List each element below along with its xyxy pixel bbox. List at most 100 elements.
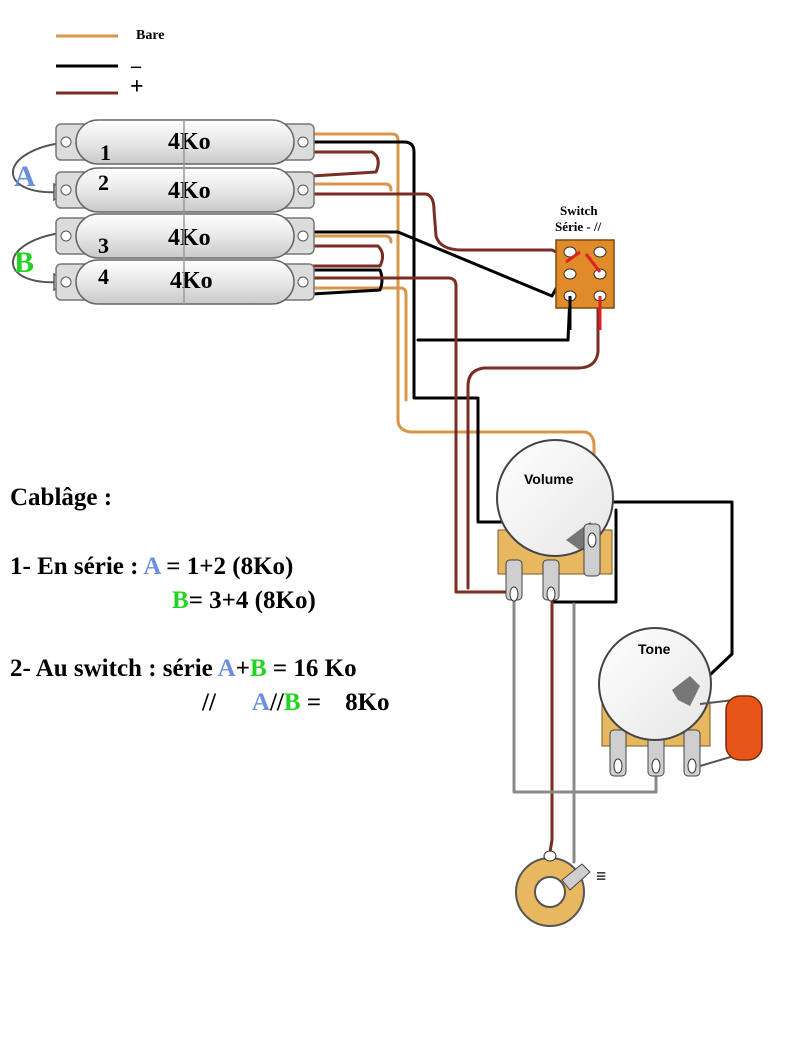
notes-line-3-rest: = 16 Ko <box>267 655 357 682</box>
brown-wire-2 <box>310 192 580 264</box>
bare-wire-2 <box>310 182 393 192</box>
legend-plus-label: + <box>130 74 144 100</box>
switch-title-line2: Série - // <box>555 219 602 234</box>
tone-lug-3-hole <box>687 758 697 774</box>
tone-lug-1-hole <box>613 758 623 774</box>
tone-pot-label: Tone <box>638 641 671 657</box>
black-wire-1 <box>310 140 590 524</box>
output-jack: ≡ <box>515 850 606 927</box>
switch-lug-2 <box>593 246 607 258</box>
volume-pot: Volume <box>496 439 614 602</box>
black-wire-3 <box>310 268 384 296</box>
switch-title-line1: Switch <box>560 203 598 218</box>
pickup-4-cover <box>75 259 295 305</box>
notes-line-4: //A//B =8Ko <box>201 689 390 716</box>
notes-line-3-plus: + <box>236 655 250 682</box>
pickup-2-hole-right <box>297 184 309 196</box>
notes-title: Cablâge : <box>10 484 112 511</box>
pickup-3-number: 3 <box>98 233 109 258</box>
switch-jumper-2 <box>584 253 602 273</box>
bare-wire-3 <box>310 234 393 244</box>
grey-wire-1 <box>512 598 658 794</box>
notes-line-2: B= 3+4 (8Ko) <box>172 587 316 614</box>
pickup-4: 4 4Ko <box>55 259 315 305</box>
legend: Bare _ + <box>56 28 165 100</box>
pickup-1-hole-right <box>297 136 309 148</box>
jack-ground-tab <box>561 863 591 891</box>
pickup-3-hole-right <box>297 230 309 242</box>
pickup-3-value: 4Ko <box>168 225 211 251</box>
notes-line-4-eq: = <box>301 689 322 716</box>
volume-lug-3 <box>583 523 601 577</box>
black-wire-2 <box>310 230 576 298</box>
notes-line-4-sep: // <box>269 689 285 716</box>
pickup-2-hole-left <box>60 184 72 196</box>
jack-hole <box>534 876 566 908</box>
pickup-3: 3 4Ko <box>55 213 315 259</box>
notes-line-3-prefix: 2- Au switch : série <box>10 655 218 682</box>
pickup-2: 2 4Ko <box>55 167 315 213</box>
volume-lug-3-hole <box>587 532 597 548</box>
jack-tip-tab <box>543 850 557 862</box>
notes-line-1: 1- En série : A = 1+2 (8Ko) <box>10 553 293 580</box>
switch-lug-1 <box>563 246 577 258</box>
volume-lug-2-hole <box>546 586 556 602</box>
pickup-2-number: 2 <box>98 170 109 195</box>
capacitor-body <box>725 695 763 761</box>
legend-minus-label: _ <box>130 48 142 70</box>
pickup-4-value: 4Ko <box>170 268 213 294</box>
brown-wire-4 <box>310 276 514 594</box>
notes-line-2-b: B <box>172 587 189 614</box>
notes-line-4-prefix: // <box>201 689 217 716</box>
notes-line-1-a: A <box>143 553 161 580</box>
notes-line-4-value: 8Ko <box>345 689 389 716</box>
pickup-3-hole-left <box>60 230 72 242</box>
brown-wire-5 <box>466 294 600 590</box>
series-parallel-switch: Switch Série - // <box>555 203 615 330</box>
pickup-1-hole-left <box>60 136 72 148</box>
bare-wire-1 <box>310 132 596 522</box>
wiring-notes: Cablâge : 1- En série : A = 1+2 (8Ko) B=… <box>10 484 390 716</box>
group-a-arrow <box>12 141 69 194</box>
notes-line-3-b: B <box>250 655 267 682</box>
pickup-2-cover <box>75 167 295 213</box>
volume-pot-label: Volume <box>524 471 574 487</box>
pickup-1: 1 4Ko <box>55 119 315 165</box>
pickup-1-value: 4Ko <box>168 129 211 155</box>
group-b-label: B <box>14 246 34 279</box>
notes-line-2-rest: = 3+4 (8Ko) <box>189 587 316 614</box>
tone-ground-solder <box>672 676 700 706</box>
jack-ground-symbol: ≡ <box>596 866 606 886</box>
notes-line-3-a: A <box>218 655 236 682</box>
legend-bare-label: Bare <box>136 28 165 43</box>
tone-pot: Tone <box>598 627 712 777</box>
notes-line-1-rest: = 1+2 (8Ko) <box>160 553 293 580</box>
volume-lug-1-hole <box>509 586 519 602</box>
notes-line-1-prefix: 1- En série : <box>10 553 143 580</box>
switch-lug-4 <box>593 268 607 280</box>
pickup-1-cover <box>75 119 295 165</box>
capacitor-lead-1 <box>699 755 735 767</box>
pickup-1-number: 1 <box>100 140 111 165</box>
switch-lug-3 <box>563 268 577 280</box>
group-b-arrow <box>12 231 69 284</box>
tone-capacitor <box>699 695 763 767</box>
switch-jumper-1 <box>565 250 581 264</box>
bare-wire-4 <box>310 286 408 402</box>
brown-wire-1 <box>310 150 380 178</box>
notes-line-3: 2- Au switch : série A+B = 16 Ko <box>10 655 357 682</box>
tone-lug-2-hole <box>651 758 661 774</box>
pickup-4-hole-left <box>60 276 72 288</box>
notes-line-4-b: B <box>284 689 301 716</box>
tone-pot-body <box>598 627 712 741</box>
brown-wire-3 <box>310 244 385 268</box>
pickup-4-number: 4 <box>98 264 109 289</box>
brown-wire-6 <box>548 598 554 854</box>
capacitor-lead-2 <box>699 699 735 705</box>
black-wire-4 <box>416 294 572 342</box>
group-a-label: A <box>14 160 36 193</box>
pickup-3-cover <box>75 213 295 259</box>
notes-line-4-a: A <box>252 689 270 716</box>
pickup-4-hole-right <box>297 276 309 288</box>
